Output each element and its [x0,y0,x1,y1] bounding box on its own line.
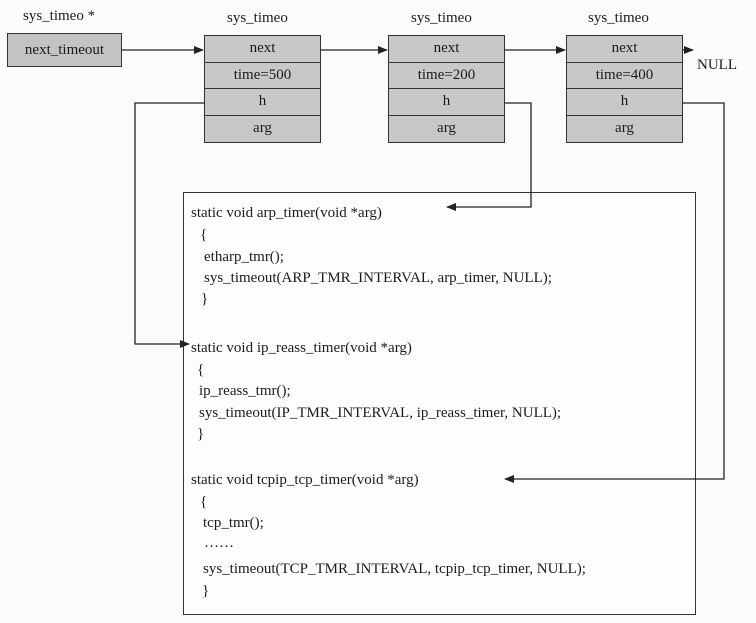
node-2-handler-field: h [389,89,504,116]
node-3-arg-field: arg [615,120,634,137]
node-1-arg-field: arg [253,120,272,137]
node-2-arg-field: arg [437,120,456,137]
tcpip-tcp-timer-close-brace: } [202,583,210,599]
node-1-type-label: sys_timeo [227,10,288,26]
node-1-next-field: next [205,36,320,63]
tcpip-tcp-timer-signature: static void tcpip_tcp_timer(void *arg) [191,472,419,488]
node-2-next-field: next [389,36,504,63]
ip-reass-timer-open-brace: { [197,362,205,378]
ip-reass-timer-close-brace: } [197,426,205,442]
ip-reass-timer-signature: static void ip_reass_timer(void *arg) [191,340,412,356]
node-2-time-field: time=200 [389,63,504,89]
arp-timer-signature: static void arp_timer(void *arg) [191,205,382,221]
arp-timer-close-brace: } [201,291,209,307]
tcpip-tcp-timer-ellipsis: …… [204,535,234,551]
tcpip-tcp-timer-body-line-2: sys_timeout(TCP_TMR_INTERVAL, tcpip_tcp_… [203,561,586,577]
next-timeout-label: next_timeout [24,41,105,58]
arp-timer-open-brace: { [200,227,208,243]
next-timeout-box: next_timeout [7,33,122,67]
node-3-handler-field: h [567,89,682,116]
pointer-type-label: sys_timeo * [23,8,96,24]
node-3: next time=400 h arg [566,35,683,143]
arp-timer-body-line-1: etharp_tmr(); [204,249,284,265]
tcpip-tcp-timer-body-line-1: tcp_tmr(); [203,515,264,531]
node-2-type-label: sys_timeo [411,10,472,26]
node-3-time-field: time=400 [567,63,682,89]
node-2: next time=200 h arg [388,35,505,143]
ip-reass-timer-body-line-1: ip_reass_tmr(); [199,383,291,399]
ip-reass-timer-body-line-2: sys_timeout(IP_TMR_INTERVAL, ip_reass_ti… [199,405,562,421]
node-3-type-label: sys_timeo [588,10,649,26]
node-1-handler-field: h [205,89,320,116]
arp-timer-body-line-2: sys_timeout(ARP_TMR_INTERVAL, arp_timer,… [204,270,552,286]
null-label: NULL [697,57,737,73]
node-1-time-field: time=500 [205,63,320,89]
node-1: next time=500 h arg [204,35,321,143]
tcpip-tcp-timer-open-brace: { [200,494,208,510]
node-3-next-field: next [567,36,682,63]
